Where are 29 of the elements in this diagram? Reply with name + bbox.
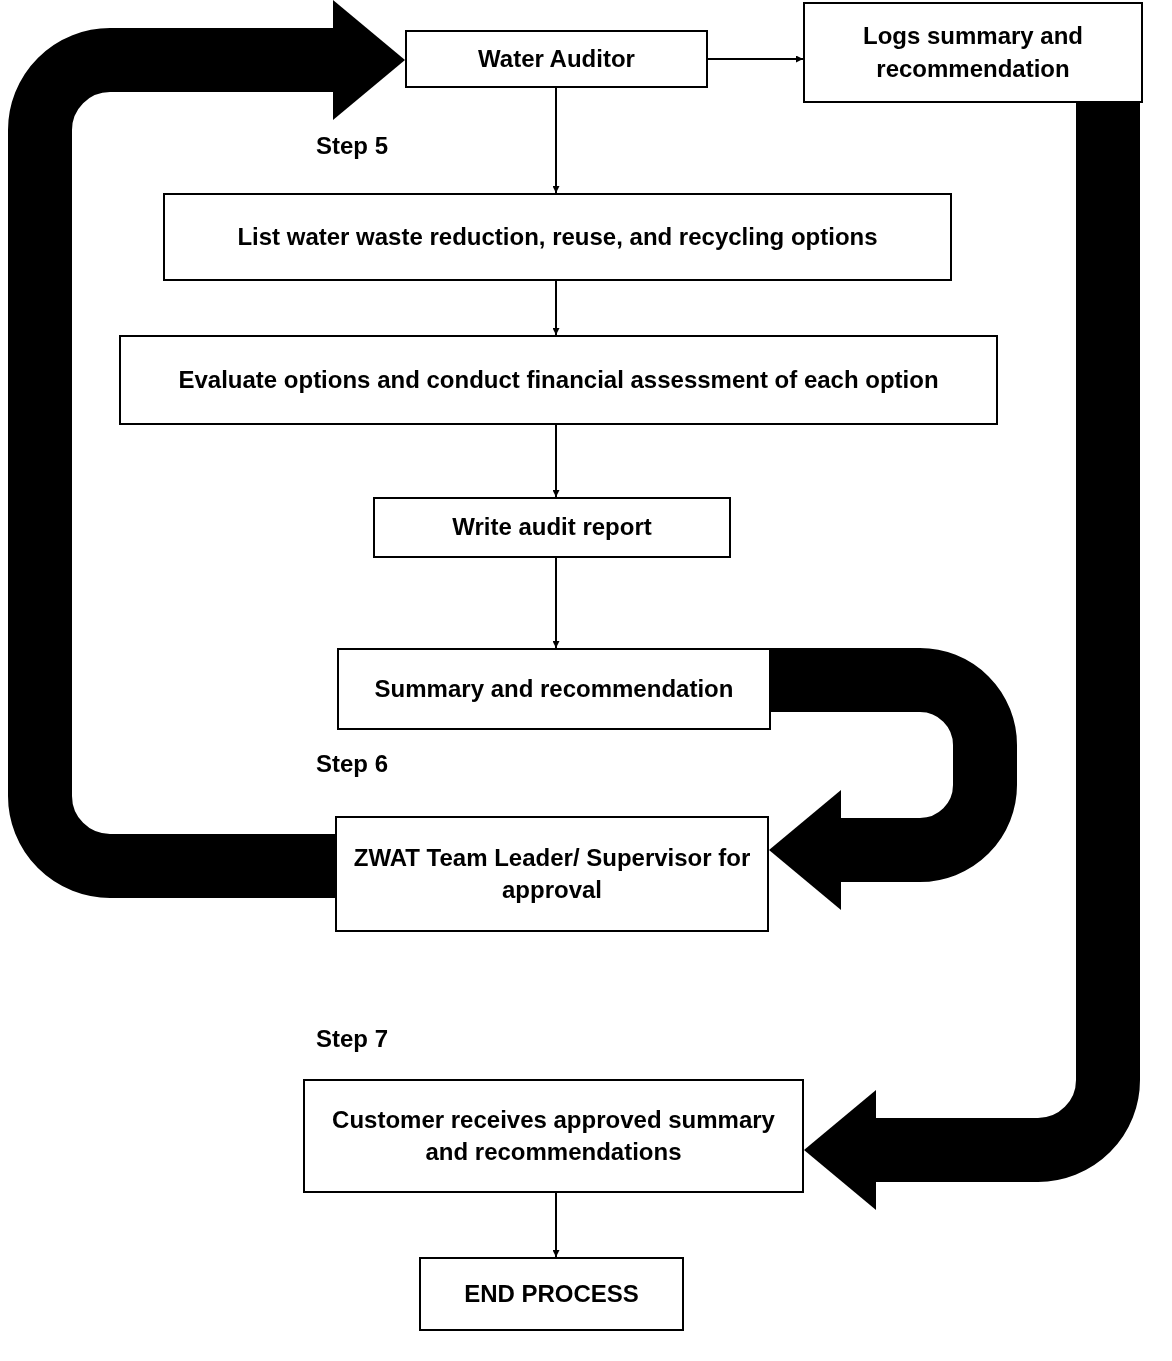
process-box (419, 1257, 684, 1331)
box-text: Summary and recommendation (374, 673, 734, 704)
arrow (552, 424, 560, 498)
step-label: Step 6 (316, 749, 389, 779)
process-box (119, 335, 998, 425)
arrow (552, 1192, 560, 1258)
step-label: Step 5 (316, 131, 389, 161)
step-label: Step 7 (316, 1024, 389, 1054)
box-text: Write audit report (452, 512, 652, 543)
process-box (373, 497, 731, 558)
process-box (163, 193, 952, 281)
box-text: Customer receives approved summary and recommendations (331, 1104, 776, 1167)
arrow (707, 55, 804, 63)
box-text: Water Auditor (478, 43, 635, 74)
process-box (303, 1079, 804, 1193)
arrow (552, 557, 560, 649)
process-box (405, 30, 708, 88)
process-box (803, 2, 1143, 103)
arrow (552, 280, 560, 336)
curved-arrow (804, 103, 1140, 1210)
box-text: ZWAT Team Leader/ Supervisor for approval (352, 842, 752, 905)
box-text: Logs summary and recommendation (861, 21, 1085, 84)
process-box (335, 816, 769, 932)
arrow (552, 87, 560, 194)
process-box (337, 648, 771, 730)
box-text: List water waste reduction, reuse, and recycling options (237, 221, 878, 252)
curved-arrow (8, 0, 405, 898)
box-text: Evaluate options and conduct financial assessment of each option (178, 364, 939, 395)
box-text: END PROCESS (464, 1278, 639, 1309)
